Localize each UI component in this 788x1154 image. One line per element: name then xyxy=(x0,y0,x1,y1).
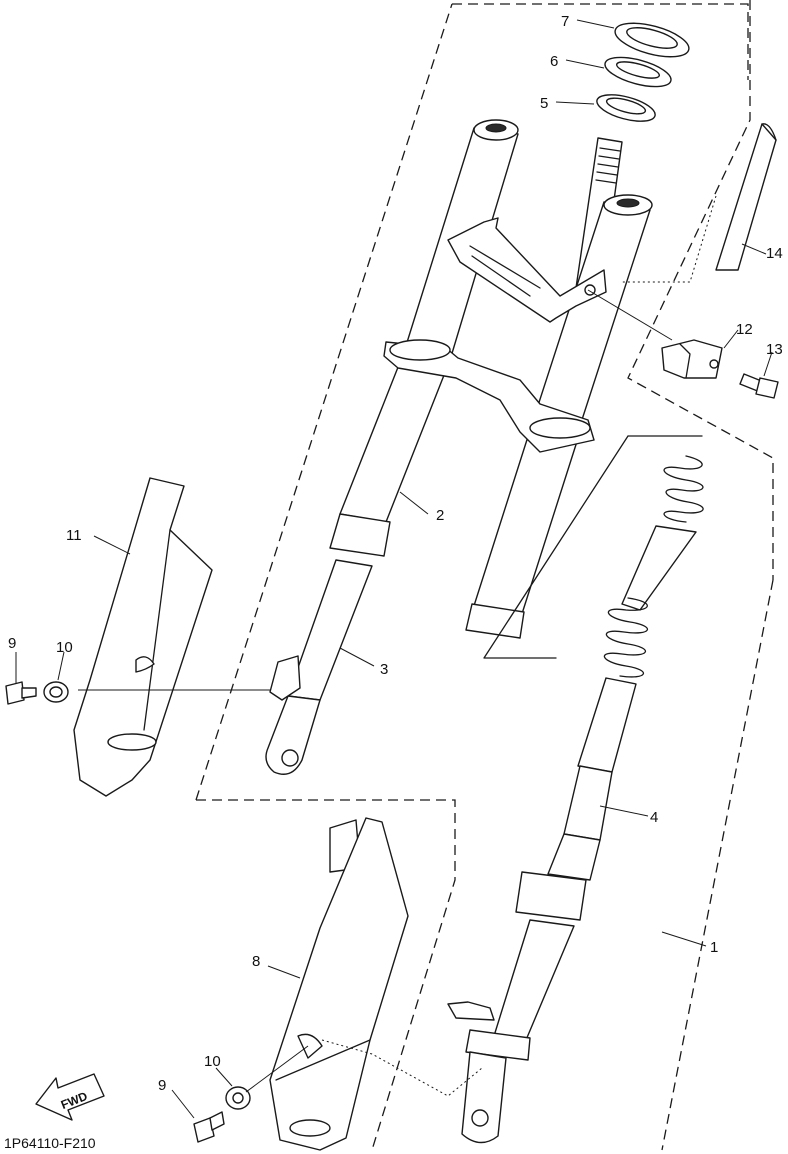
part-12-clamp xyxy=(661,339,723,379)
part-9-bolt-lower xyxy=(193,1111,225,1143)
part-14-reflector xyxy=(715,123,777,271)
part-2-fork-left xyxy=(265,119,519,775)
callout-3: 3 xyxy=(380,661,388,678)
spring-group-outline xyxy=(483,435,703,659)
callout-12: 12 xyxy=(736,321,753,338)
part-7-bearing-cover xyxy=(614,22,690,58)
cover-8-link xyxy=(321,1039,483,1097)
callout-10-lower: 10 xyxy=(204,1053,221,1070)
callout-8: 8 xyxy=(252,953,260,970)
callout-10-upper: 10 xyxy=(56,639,73,656)
part-9-bolt-upper xyxy=(5,681,37,705)
lower-bracket xyxy=(383,339,595,453)
assembly-boundary-upper xyxy=(195,0,774,801)
fork-spring-upper xyxy=(621,455,704,611)
reflector-leader xyxy=(620,195,717,283)
callout-11: 11 xyxy=(66,527,82,544)
callout-5: 5 xyxy=(540,95,548,112)
callout-6: 6 xyxy=(550,53,558,70)
upper-bracket xyxy=(447,217,607,323)
callout-4: 4 xyxy=(650,809,658,826)
callout-2: 2 xyxy=(436,507,444,524)
part-10-collar-lower xyxy=(225,1086,251,1110)
callout-7: 7 xyxy=(561,13,569,30)
fork-cover-mount xyxy=(269,655,301,701)
callout-9-lower: 9 xyxy=(158,1077,166,1094)
part-5-race xyxy=(596,94,656,122)
part-13-bolt xyxy=(739,373,779,399)
callout-leaders xyxy=(15,19,773,1119)
part-10-collar-upper xyxy=(43,681,69,703)
callout-13: 13 xyxy=(766,341,783,358)
fwd-arrow-icon: FWD xyxy=(35,1073,105,1121)
callout-9-upper: 9 xyxy=(8,635,16,652)
fork-spring-lower xyxy=(603,597,649,678)
assembly-boundary-lower xyxy=(196,579,774,1151)
collar-leader-lower xyxy=(245,1045,309,1093)
part-4-inner-tube xyxy=(447,677,637,1144)
part-11-fork-cover xyxy=(73,477,213,797)
part-8-fork-cover xyxy=(269,817,409,1151)
part-6-ball-race xyxy=(604,56,672,88)
clamp-leader xyxy=(587,289,673,341)
callout-14: 14 xyxy=(766,245,783,262)
callout-1: 1 xyxy=(710,939,718,956)
diagram-code: 1P64110-F210 xyxy=(4,1135,96,1151)
